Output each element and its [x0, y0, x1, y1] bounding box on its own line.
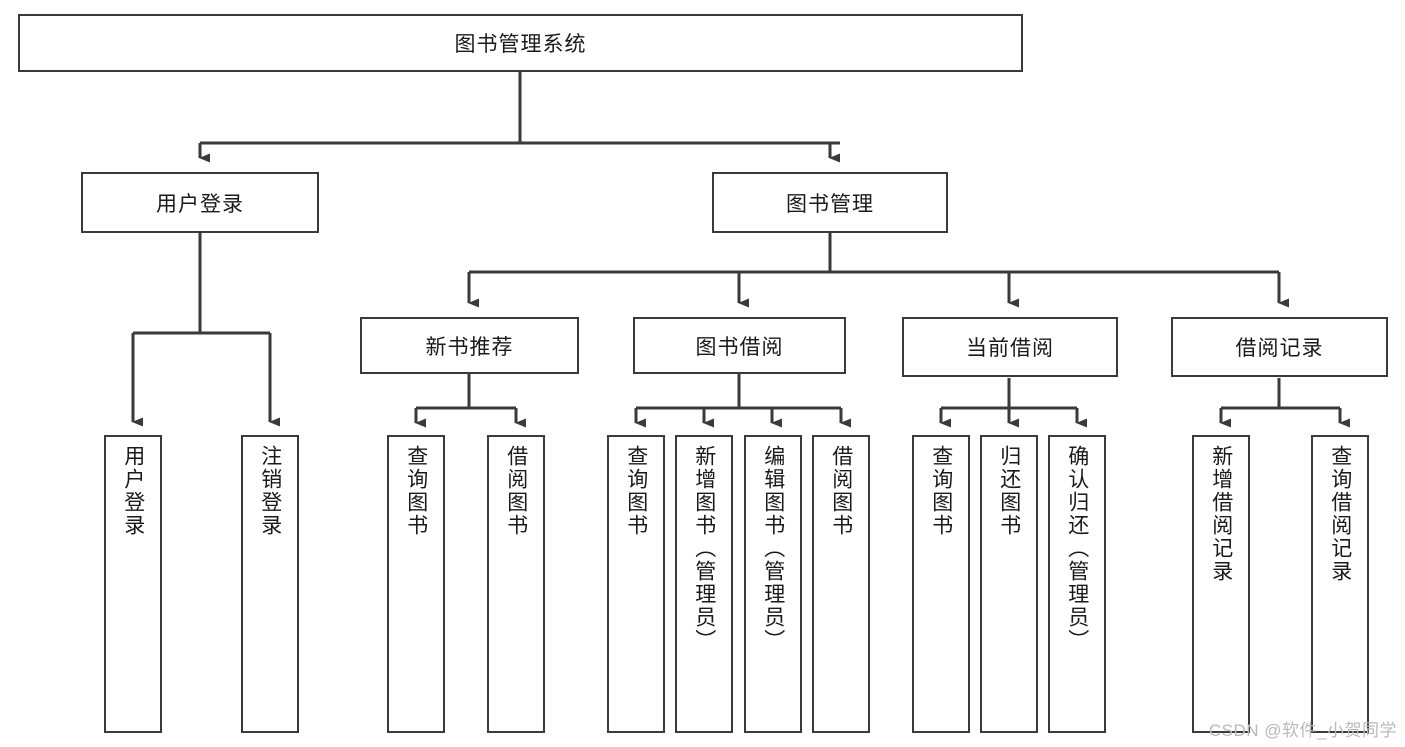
- node-leaf-add-book-label: 新增图书（管理员）: [692, 445, 716, 652]
- node-leaf-confirm-return-label: 确认归还（管理员）: [1065, 445, 1089, 652]
- node-user-login[interactable]: 用户登录: [81, 172, 319, 233]
- node-leaf-confirm-return[interactable]: 确认归还（管理员）: [1048, 435, 1106, 733]
- node-leaf-query-book-1[interactable]: 查询图书: [387, 435, 445, 733]
- node-book-manage-label: 图书管理: [786, 192, 874, 216]
- node-leaf-return-book[interactable]: 归还图书: [980, 435, 1038, 733]
- node-leaf-query-book-3[interactable]: 查询图书: [912, 435, 970, 733]
- node-leaf-query-book-1-label: 查询图书: [404, 445, 428, 537]
- node-leaf-query-record[interactable]: 查询借阅记录: [1311, 435, 1369, 733]
- node-leaf-logout-label: 注销登录: [258, 445, 282, 537]
- node-leaf-borrow-book-2-label: 借阅图书: [829, 445, 853, 537]
- node-leaf-edit-book-label: 编辑图书（管理员）: [761, 445, 785, 652]
- node-root-label: 图书管理系统: [454, 33, 587, 56]
- node-borrow-record[interactable]: 借阅记录: [1171, 317, 1388, 377]
- node-leaf-add-record-label: 新增借阅记录: [1209, 445, 1233, 583]
- node-user-login-label: 用户登录: [156, 192, 244, 216]
- node-leaf-logout[interactable]: 注销登录: [241, 435, 299, 733]
- node-book-borrow-label: 图书借阅: [695, 335, 784, 359]
- node-book-borrow[interactable]: 图书借阅: [633, 317, 846, 374]
- node-current-borrow[interactable]: 当前借阅: [902, 317, 1118, 377]
- node-leaf-add-record[interactable]: 新增借阅记录: [1192, 435, 1250, 733]
- node-new-book-recommend[interactable]: 新书推荐: [360, 317, 579, 374]
- node-borrow-record-label: 借阅记录: [1235, 337, 1324, 360]
- node-root[interactable]: 图书管理系统: [18, 14, 1023, 72]
- node-leaf-add-book[interactable]: 新增图书（管理员）: [675, 435, 733, 733]
- node-current-borrow-label: 当前借阅: [966, 337, 1054, 360]
- watermark: CSDN @软件_小贺同学: [1208, 721, 1397, 740]
- node-book-manage[interactable]: 图书管理: [712, 172, 948, 233]
- node-leaf-borrow-book-1-label: 借阅图书: [504, 445, 528, 537]
- node-leaf-query-record-label: 查询借阅记录: [1328, 445, 1352, 583]
- node-leaf-user-login-label: 用户登录: [121, 445, 145, 537]
- node-leaf-query-book-2[interactable]: 查询图书: [607, 435, 665, 733]
- node-leaf-borrow-book-1[interactable]: 借阅图书: [487, 435, 545, 733]
- node-leaf-user-login[interactable]: 用户登录: [104, 435, 162, 733]
- node-leaf-return-book-label: 归还图书: [997, 445, 1021, 537]
- node-leaf-edit-book[interactable]: 编辑图书（管理员）: [744, 435, 802, 733]
- node-leaf-borrow-book-2[interactable]: 借阅图书: [812, 435, 870, 733]
- node-leaf-query-book-3-label: 查询图书: [929, 445, 953, 537]
- node-leaf-query-book-2-label: 查询图书: [624, 445, 648, 537]
- node-new-book-recommend-label: 新书推荐: [425, 335, 514, 359]
